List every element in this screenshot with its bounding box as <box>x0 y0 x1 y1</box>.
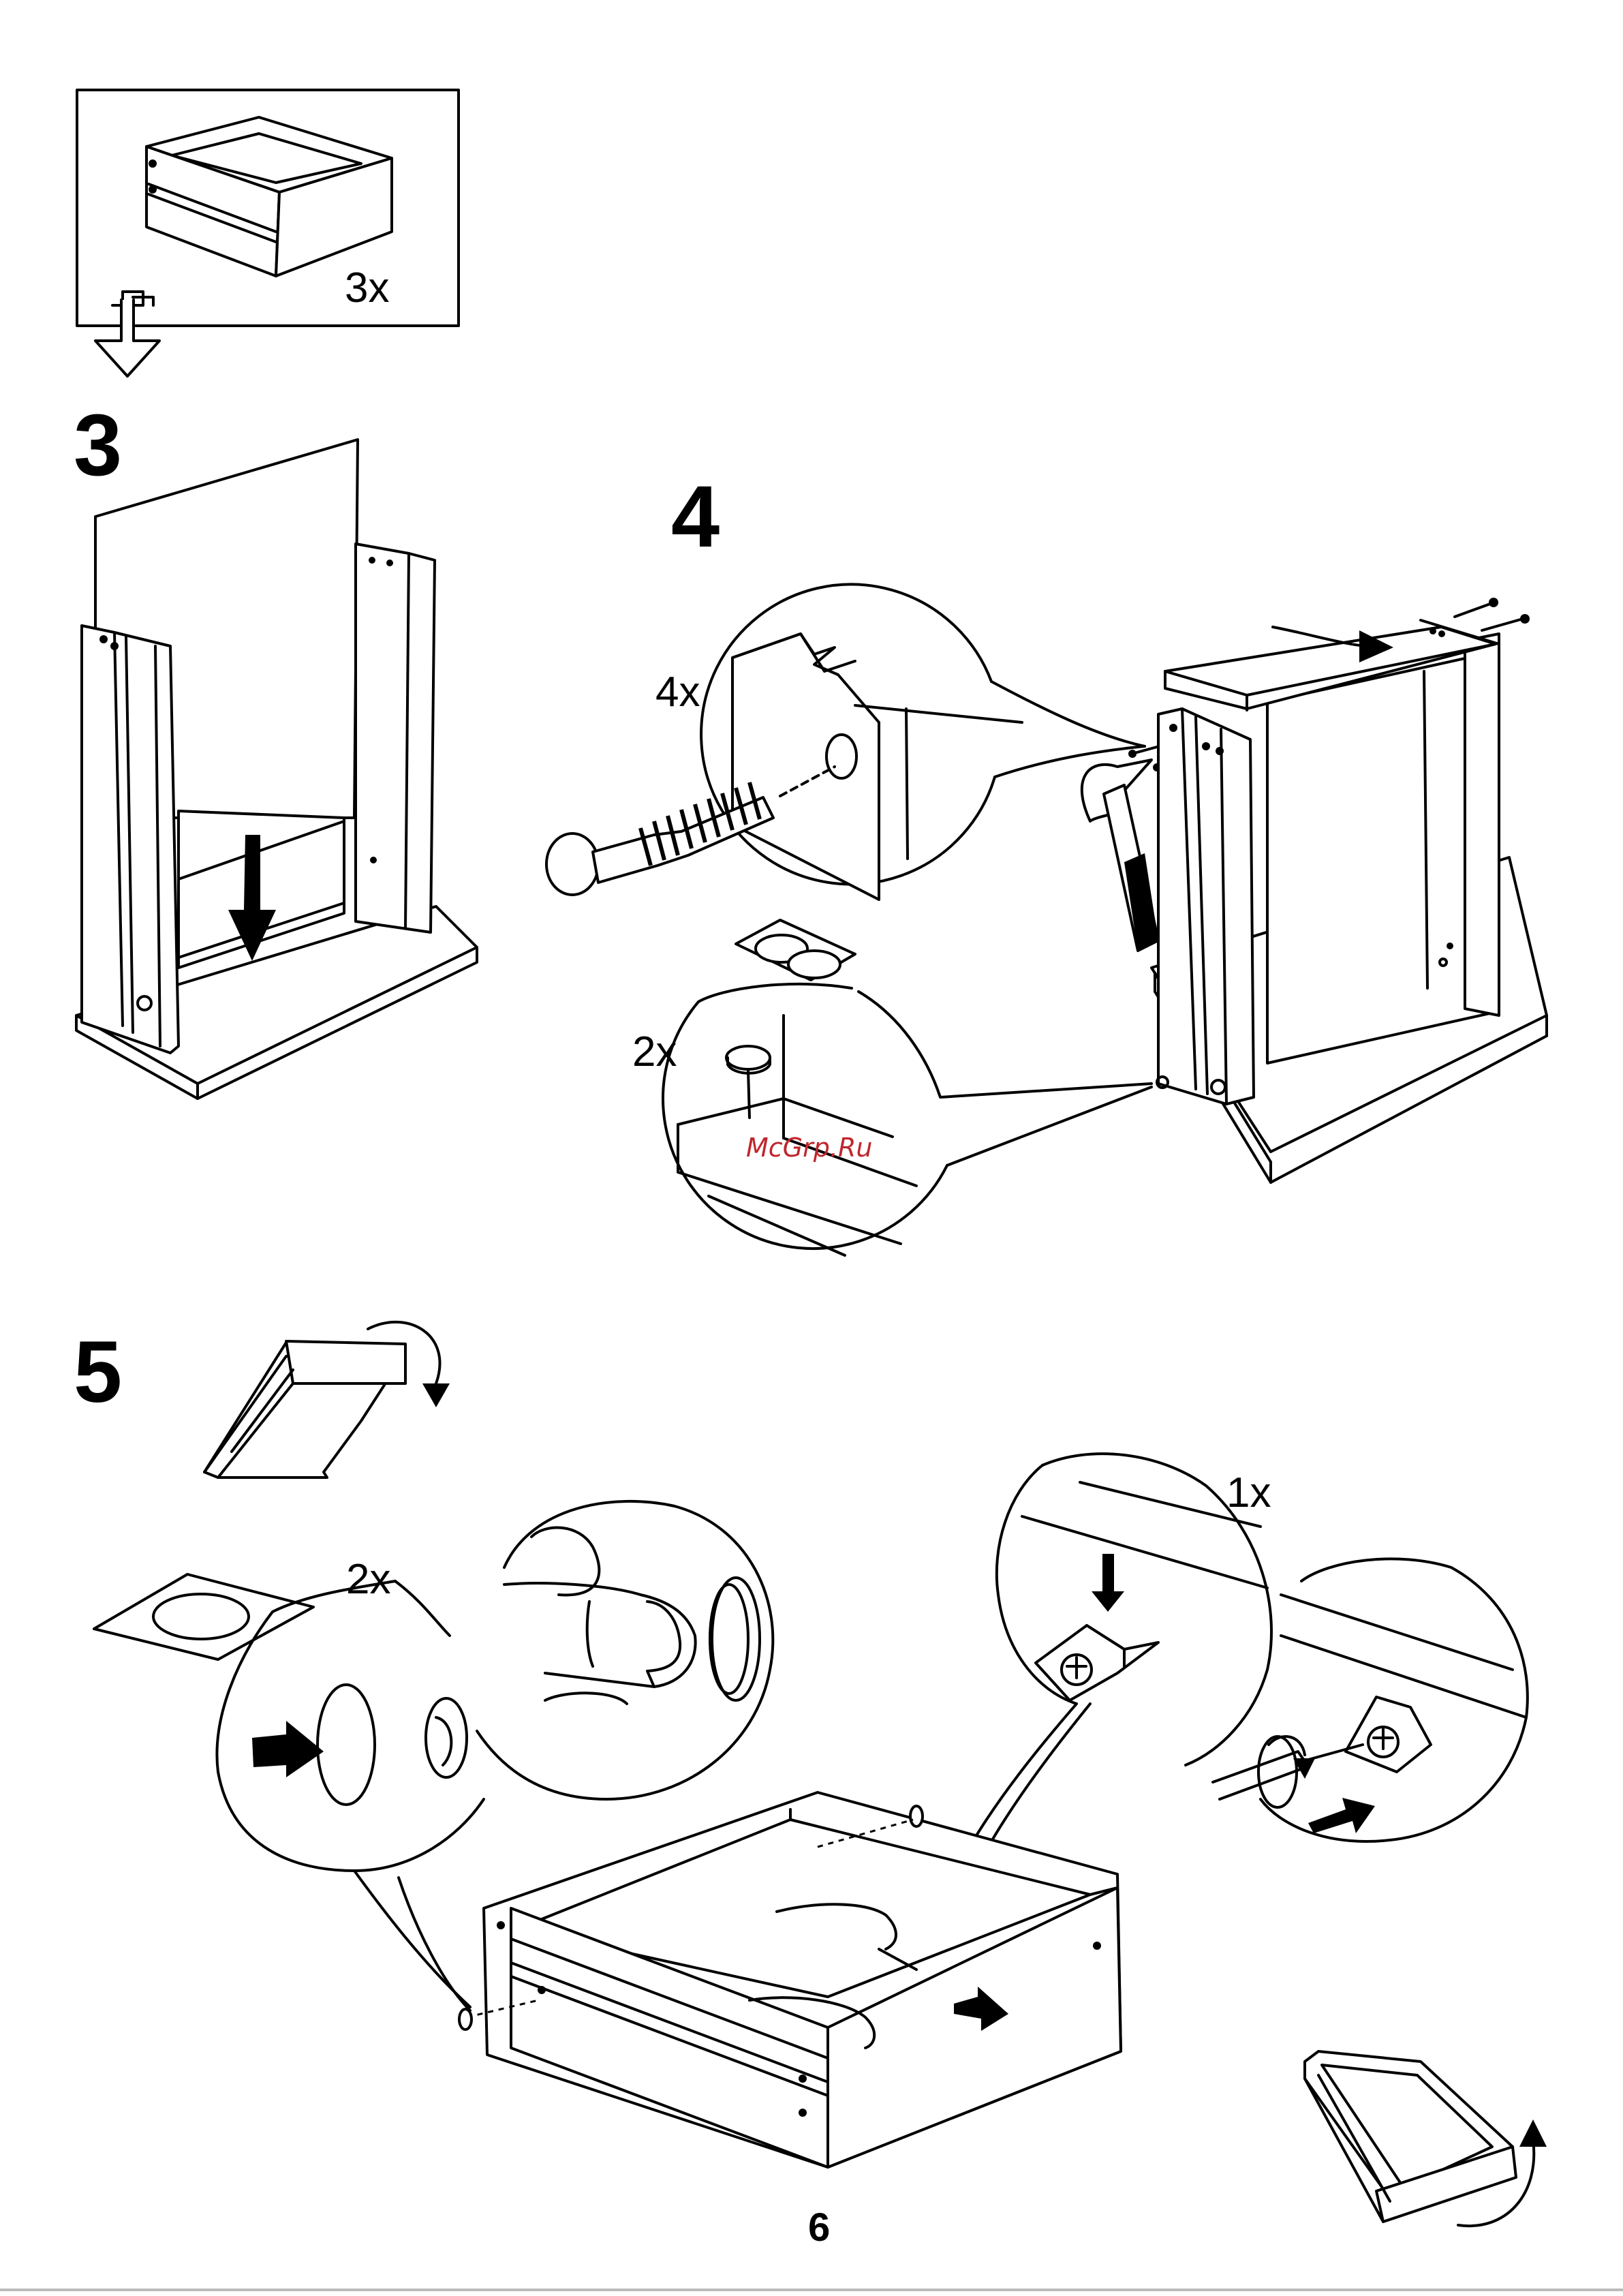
down-arrow-icon <box>95 292 159 376</box>
bracket-icon <box>1346 1697 1431 1772</box>
felt-pad-icon <box>726 920 855 1073</box>
drawer-icon <box>1305 2051 1516 2222</box>
bracket-quantity: 1x <box>1226 1472 1271 1514</box>
bracket-icon <box>1036 1625 1158 1700</box>
step3-illustration <box>76 440 477 1099</box>
watermark: McGrp.Ru <box>746 1135 872 1161</box>
drawer-icon <box>146 117 392 276</box>
dowel-quantity: 4x <box>655 671 700 714</box>
hammer-icon <box>1082 760 1158 951</box>
step-3-number: 3 <box>74 402 122 489</box>
hand-icon <box>504 1527 760 1704</box>
felt-pad-icon <box>94 1574 313 1659</box>
page-number: 6 <box>808 2208 830 2248</box>
drawer-icon <box>204 1341 405 1478</box>
pad-quantity-step5: 2x <box>346 1559 390 1601</box>
pad-quantity-step4: 2x <box>632 1031 677 1073</box>
drawer-quantity: 3x <box>345 267 389 309</box>
push-arrow-icon <box>252 1721 324 1777</box>
step5-illustration <box>94 1322 1547 2226</box>
step-4-number: 4 <box>671 474 720 561</box>
screwdriver-icon <box>1213 1736 1363 1807</box>
step-5-number: 5 <box>74 1329 122 1416</box>
push-arrow-icon <box>1308 1798 1375 1833</box>
